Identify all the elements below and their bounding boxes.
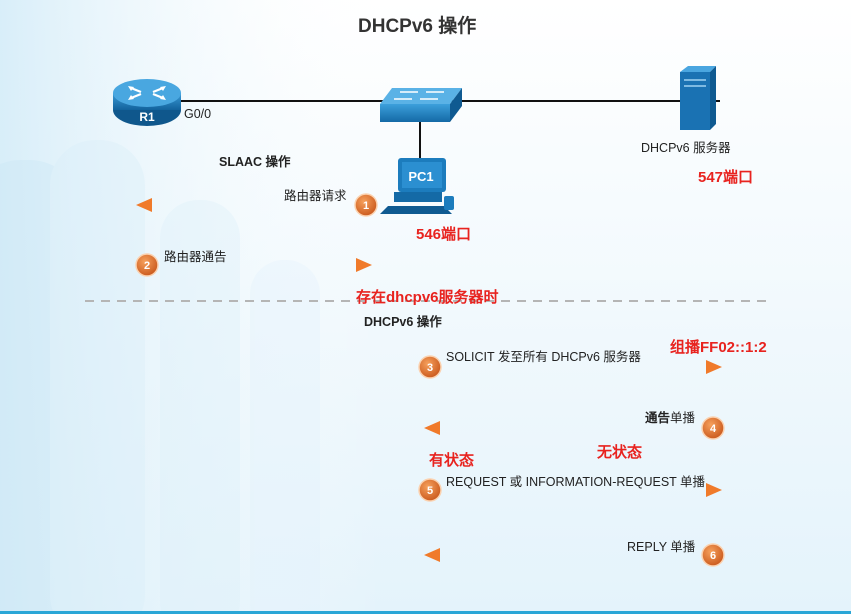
step-badge-4: 4: [701, 416, 725, 440]
svg-text:6: 6: [710, 550, 716, 562]
annotation-stateless: 无状态: [597, 444, 643, 461]
svg-text:2: 2: [144, 260, 150, 272]
message-label-5: REQUEST 或 INFORMATION-REQUEST 单播: [446, 475, 706, 489]
arrow-6: [424, 548, 702, 562]
annotation-multicast: 组播FF02::1:2: [670, 339, 767, 356]
arrow-4: [424, 421, 702, 435]
bottom-accent-bar: [0, 611, 851, 614]
svg-text:3: 3: [427, 362, 433, 374]
router-interface-label: G0/0: [184, 107, 212, 121]
pc-icon: [380, 158, 454, 214]
slaac-section-label: SLAAC 操作: [219, 155, 291, 169]
message-label-3: SOLICIT 发至所有 DHCPv6 服务器: [446, 350, 641, 364]
router-name: R1: [139, 110, 155, 124]
arrow-1: [136, 198, 354, 212]
message-label-4: 通告单播: [645, 407, 695, 426]
pc-name: PC1: [408, 169, 433, 184]
message-arrows: [136, 198, 722, 562]
server-icon: [680, 66, 716, 130]
step-badge-2: 2: [135, 253, 159, 277]
message-label-4-rest: 单播: [670, 411, 696, 425]
arrow-2: [158, 258, 372, 272]
arrow-3: [440, 360, 722, 374]
switch-icon: [380, 88, 462, 122]
message-label-1: 路由器请求: [284, 189, 347, 203]
message-label-6: REPLY 单播: [627, 540, 696, 554]
annotation-when-server: 存在dhcpv6服务器时: [356, 289, 499, 306]
server-label: DHCPv6 服务器: [641, 141, 731, 155]
page-title: DHCPv6 操作: [358, 16, 477, 37]
arrow-5: [440, 483, 722, 497]
annotation-port-547: 547端口: [698, 169, 754, 186]
background-shapes: [0, 140, 320, 614]
step-badge-5: 5: [418, 478, 442, 502]
dhcpv6-section-label: DHCPv6 操作: [364, 315, 442, 329]
svg-text:4: 4: [710, 423, 717, 435]
step-badge-3: 3: [418, 355, 442, 379]
router-icon: [113, 79, 181, 126]
svg-text:1: 1: [363, 200, 369, 212]
message-label-4-bold: 通告: [645, 411, 671, 425]
step-badge-1: 1: [354, 193, 378, 217]
svg-text:5: 5: [427, 485, 433, 497]
step-badge-6: 6: [701, 543, 725, 567]
annotation-port-546: 546端口: [416, 226, 472, 243]
message-label-2: 路由器通告: [164, 250, 227, 264]
step-badges: 1 2 3 4 5 6: [135, 193, 725, 567]
annotation-stateful: 有状态: [429, 452, 475, 469]
